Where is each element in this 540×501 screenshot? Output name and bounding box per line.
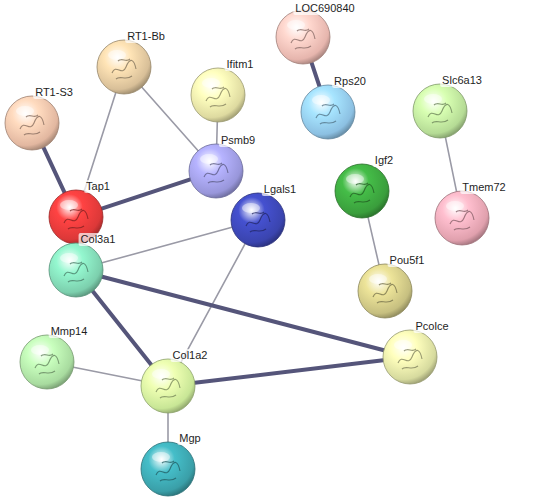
protein-label: Ifitm1	[225, 58, 256, 71]
node-sphere	[140, 358, 196, 414]
interaction-line	[84, 93, 116, 192]
protein-node: Pou5f1	[357, 263, 413, 319]
node-sphere	[4, 95, 60, 151]
protein-label: Tap1	[84, 180, 112, 193]
node-sphere	[275, 9, 331, 65]
protein-label: Lgals1	[262, 183, 298, 196]
protein-label: Col1a2	[171, 349, 210, 362]
protein-node: Mgp	[140, 441, 196, 497]
protein-node: Col1a2	[140, 358, 196, 414]
protein-node: Igf2	[334, 163, 390, 219]
node-sphere	[190, 67, 246, 123]
protein-node: RT1-S3	[4, 95, 60, 151]
protein-label: Mgp	[177, 432, 202, 445]
protein-label: Mmp14	[49, 325, 90, 338]
node-sphere	[188, 143, 244, 199]
interaction-line	[195, 360, 383, 383]
interaction-line	[216, 122, 218, 144]
node-sphere	[140, 441, 196, 497]
protein-label: RT1-S3	[33, 86, 75, 99]
protein-node: Slc6a13	[412, 83, 468, 139]
protein-label: Psmb9	[219, 134, 257, 147]
node-sphere	[434, 190, 490, 246]
interaction-line	[167, 413, 169, 442]
protein-node: Col3a1	[48, 242, 104, 298]
protein-label: Rps20	[332, 75, 368, 88]
node-sphere	[19, 334, 75, 390]
interaction-line	[312, 63, 320, 87]
protein-label: Col3a1	[79, 233, 118, 246]
protein-label: Pcolce	[413, 320, 450, 333]
protein-node: Psmb9	[188, 143, 244, 199]
interaction-line	[445, 137, 456, 191]
node-sphere	[412, 83, 468, 139]
interaction-line	[368, 217, 379, 264]
protein-node: RT1-Bb	[96, 39, 152, 95]
interaction-line	[43, 147, 64, 192]
interaction-line	[181, 244, 245, 363]
node-sphere	[300, 84, 356, 140]
node-sphere	[48, 242, 104, 298]
protein-label: Tmem72	[460, 181, 507, 194]
protein-node: Tmem72	[434, 190, 490, 246]
node-sphere	[382, 329, 438, 385]
protein-label: Slc6a13	[440, 74, 484, 87]
node-sphere	[96, 39, 152, 95]
node-sphere	[230, 192, 286, 248]
interaction-line	[73, 367, 141, 380]
interaction-line	[93, 291, 151, 365]
interaction-line	[102, 227, 232, 263]
interaction-line	[102, 277, 384, 350]
interaction-line	[102, 179, 191, 208]
protein-label: LOC690840	[293, 2, 356, 15]
protein-node: Rps20	[300, 84, 356, 140]
node-sphere	[334, 163, 390, 219]
protein-node: LOC690840	[275, 9, 331, 65]
node-sphere	[357, 263, 413, 319]
protein-label: RT1-Bb	[125, 30, 167, 43]
protein-label: Pou5f1	[388, 254, 427, 267]
protein-node: Ifitm1	[190, 67, 246, 123]
protein-node: Lgals1	[230, 192, 286, 248]
protein-node: Pcolce	[382, 329, 438, 385]
protein-label: Igf2	[373, 154, 395, 167]
protein-node: Mmp14	[19, 334, 75, 390]
interaction-line	[142, 87, 198, 151]
